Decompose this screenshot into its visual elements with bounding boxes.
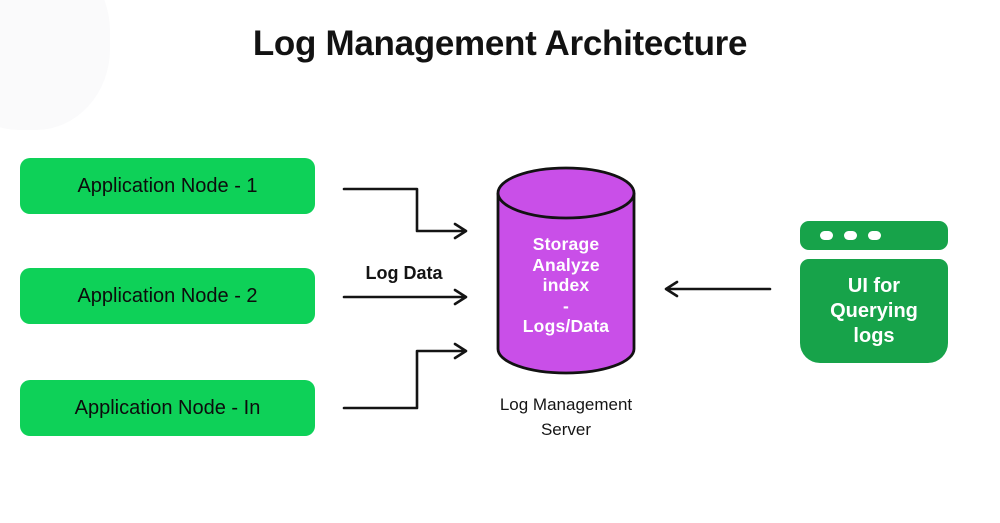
app-node-n: Application Node - In (20, 380, 315, 436)
app-node-1: Application Node - 1 (20, 158, 315, 214)
background-smudge (0, 0, 110, 130)
app-node-n-label: Application Node - In (74, 396, 261, 419)
arrow-node3-to-server (342, 342, 468, 410)
server-storage-label: Storage Analyze index - Logs/Data (522, 234, 610, 336)
arrow-node1-to-server (342, 187, 468, 240)
app-node-1-label: Application Node - 1 (77, 174, 258, 197)
arrow-ui-to-server (664, 280, 772, 298)
window-titlebar (800, 221, 948, 250)
app-node-2-label: Application Node - 2 (77, 284, 258, 307)
ui-query-window: UI for Querying logs (800, 221, 948, 363)
log-data-label: Log Data (365, 263, 443, 283)
page-title: Log Management Architecture (252, 24, 748, 63)
arrow-node2-to-server (342, 288, 468, 306)
server-caption: Log Management Server (499, 395, 633, 439)
window-dot-icon (844, 231, 857, 240)
window-body: UI for Querying logs (800, 259, 948, 363)
window-dot-icon (820, 231, 833, 240)
ui-query-label: UI for Querying logs (830, 274, 918, 347)
cylinder-top (496, 166, 636, 220)
app-node-2: Application Node - 2 (20, 268, 315, 324)
window-dot-icon (868, 231, 881, 240)
